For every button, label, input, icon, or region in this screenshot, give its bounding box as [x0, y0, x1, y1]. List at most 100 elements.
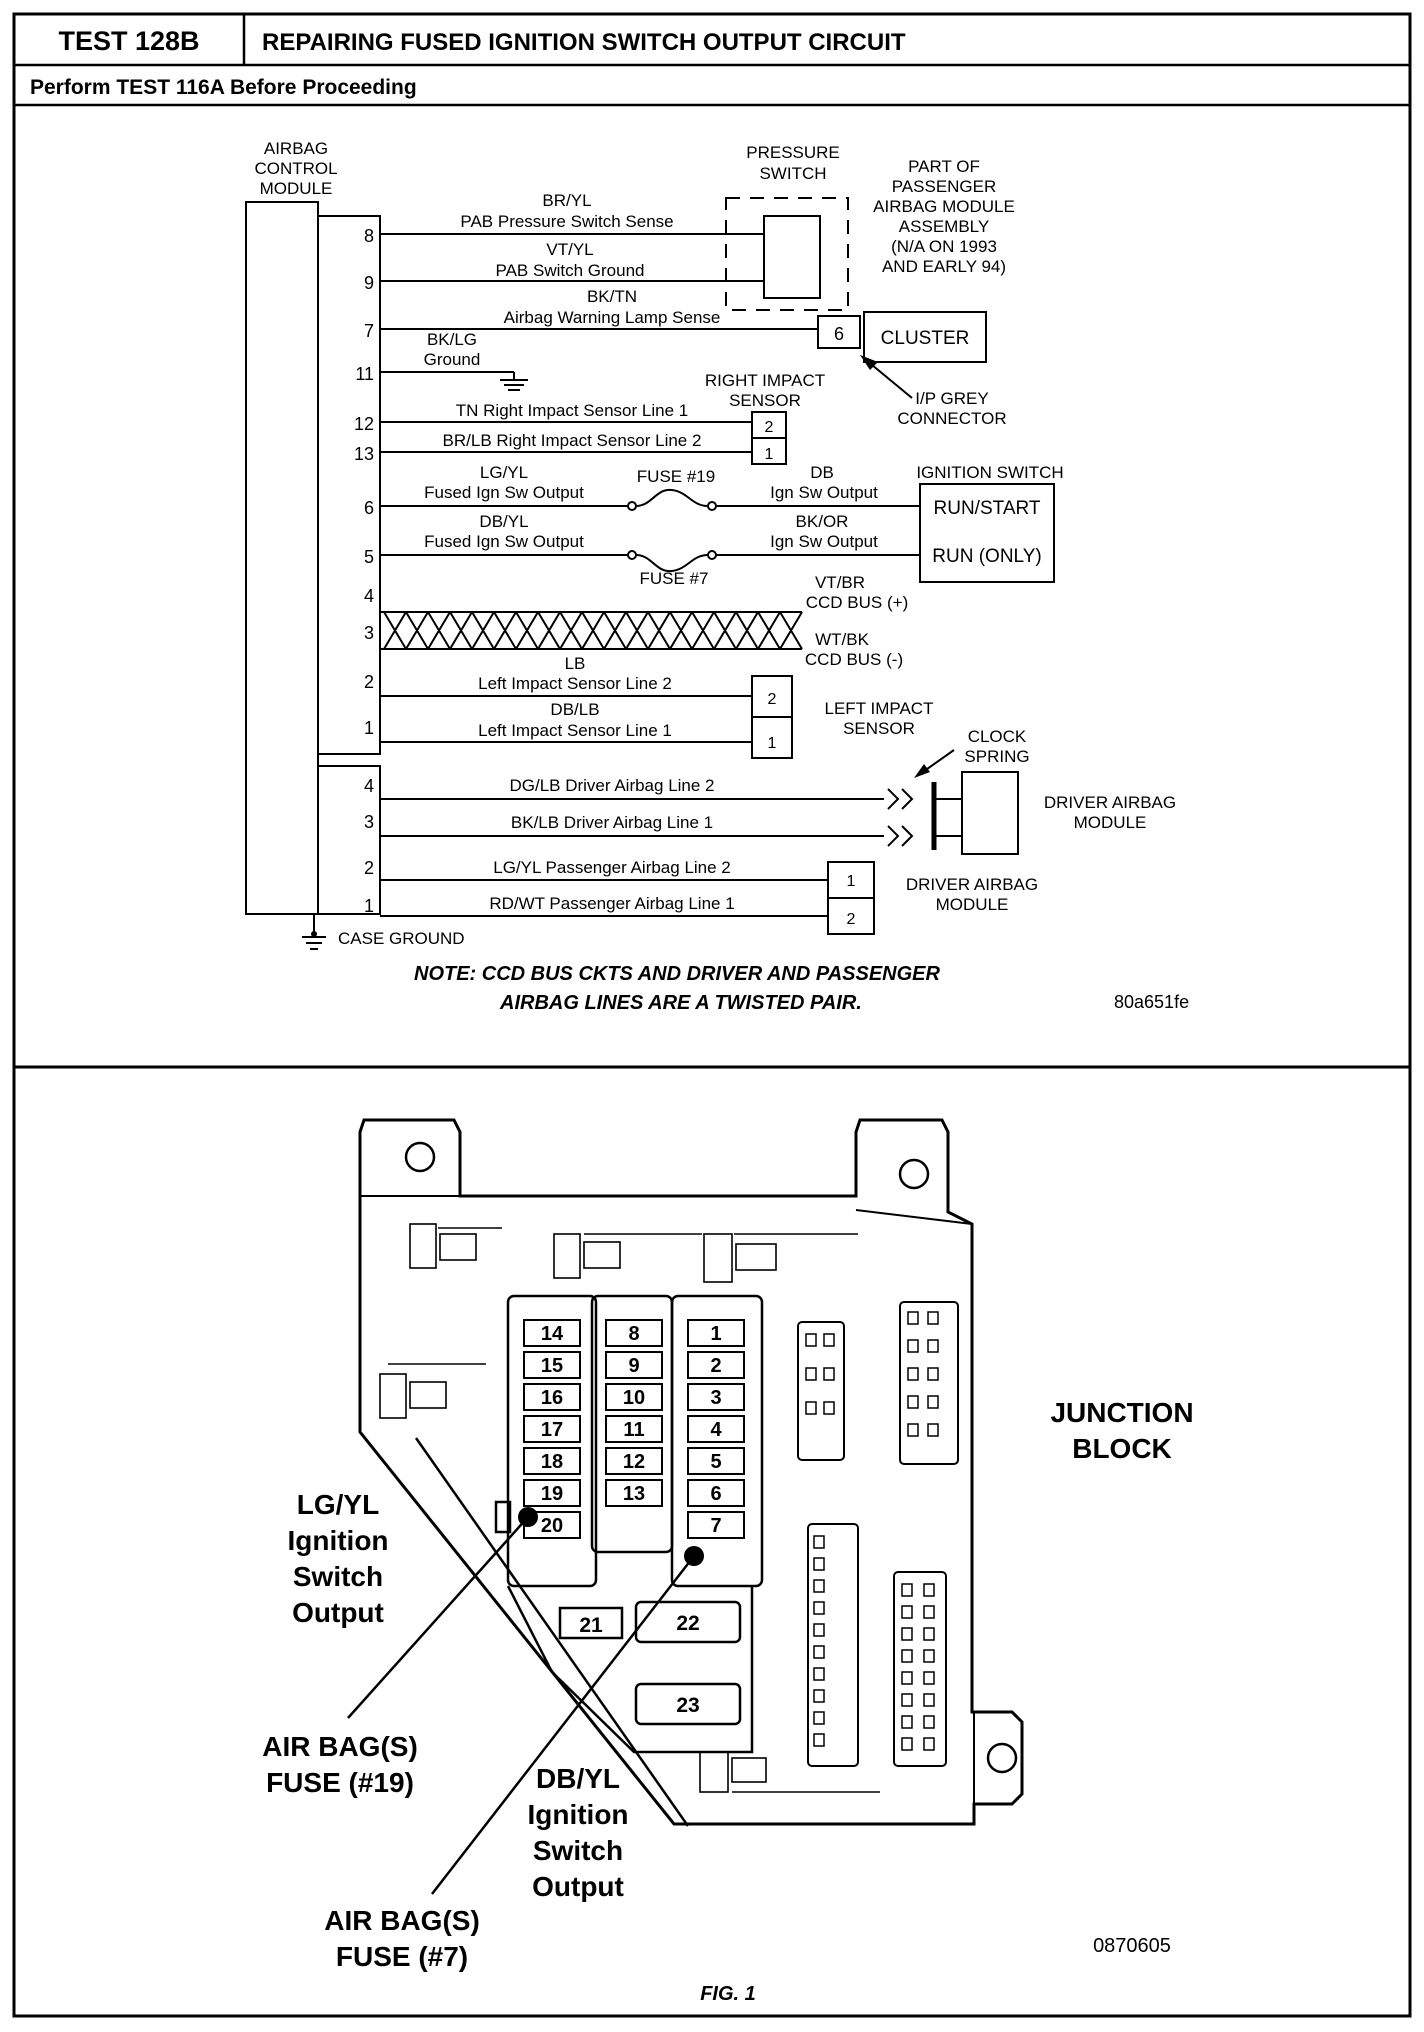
ign1-name: Ign Sw Output [770, 483, 878, 502]
l2-name: Left Impact Sensor Line 2 [478, 674, 672, 693]
page-title: REPAIRING FUSED IGNITION SWITCH OUTPUT C… [262, 29, 906, 56]
left-sensor-label-1: LEFT IMPACT [825, 699, 934, 718]
pin-12: 12 [354, 414, 374, 434]
lower-pin-2: 2 [364, 858, 374, 878]
ip-connector-label-1: I/P GREY [915, 389, 988, 408]
right-fuse-column [670, 1294, 764, 1588]
pin-1: 1 [364, 718, 374, 738]
large-fuses [558, 1600, 742, 1726]
connector-pin-11 [927, 1311, 939, 1325]
passenger-assembly-note: PART OF PASSENGER AIRBAG MODULE ASSEMBLY… [873, 157, 1015, 276]
w5-color: DB/YL [479, 512, 528, 531]
w8-name: PAB Pressure Switch Sense [460, 212, 673, 231]
page-subtitle: Perform TEST 116A Before Proceeding [30, 76, 417, 99]
fuse-right-slot-1 [687, 1319, 745, 1347]
connector-pin-16 [813, 1535, 825, 1549]
fuse-panel-latch [494, 1500, 512, 1534]
connector-pin-7 [907, 1339, 919, 1353]
right-sensor-label-2: SENSOR [729, 391, 801, 410]
connector-pin-22 [813, 1667, 825, 1681]
fuse-left-slot-17 [523, 1415, 581, 1443]
right-impact-sensor: RIGHT IMPACT SENSOR 2 1 [705, 371, 825, 465]
assembly-note-2: PASSENGER [892, 177, 997, 196]
connector-pin-30 [901, 1671, 913, 1685]
connector-pin-25 [813, 1733, 825, 1747]
connector-pin-31 [901, 1693, 913, 1707]
pressure-switch-label-2: SWITCH [759, 164, 826, 183]
connector-pin-23 [813, 1689, 825, 1703]
fuse-23-label: 23 [676, 1694, 699, 1717]
assembly-note-4: ASSEMBLY [899, 217, 989, 236]
lower-pin-1: 1 [364, 896, 374, 916]
d2-name: DG/LB Driver Airbag Line 2 [509, 776, 714, 795]
ignition-switch: IGNITION SWITCH RUN/START RUN (ONLY) [916, 463, 1064, 583]
fuse-mid-slot-12 [605, 1447, 663, 1475]
junction-title-1: JUNCTION [1050, 1397, 1193, 1428]
fuse-left-slot-18 [523, 1447, 581, 1475]
lower-pin-numbers: 4 3 2 1 [364, 776, 374, 916]
module-label-2: CONTROL [254, 159, 337, 178]
l1-color: DB/LB [550, 700, 599, 719]
passenger-module-label-2: MODULE [936, 895, 1009, 914]
lock-relay-a [553, 1233, 581, 1279]
right-sensor-pin-1: 1 [765, 446, 774, 463]
fuse7-terminal-b [707, 550, 717, 560]
left-sensor-label-2: SENSOR [843, 719, 915, 738]
wire-labels: BR/YL PAB Pressure Switch Sense VT/YL PA… [424, 191, 909, 913]
w13-name: BR/LB Right Impact Sensor Line 2 [443, 431, 702, 450]
pin-4: 4 [364, 586, 374, 606]
connector-pin-9 [907, 1395, 919, 1409]
right-tab-line [855, 1209, 973, 1225]
fuse7-element [635, 554, 709, 573]
page: TEST 128B REPAIRING FUSED IGNITION SWITC… [12, 12, 1412, 2020]
outline-diagonal [414, 1437, 690, 1827]
leader-fuse19 [347, 1516, 529, 1719]
fuse-mid-label-8: 8 [628, 1323, 639, 1345]
lower-pin-4: 4 [364, 776, 374, 796]
lower-connector [317, 765, 381, 915]
connector-pin-28 [901, 1627, 913, 1641]
lgyl-callout-1: LG/YL [297, 1489, 379, 1520]
driver-line1-chevron-2 [901, 825, 914, 847]
fuse-left-label-15: 15 [541, 1355, 563, 1377]
connector-pin-34 [923, 1583, 935, 1597]
pin-6: 6 [364, 498, 374, 518]
pressure-switch: PRESSURE SWITCH PART OF PASSENGER AIRBAG… [725, 143, 1015, 311]
connector-pin-14 [927, 1395, 939, 1409]
connector-lower-right [893, 1571, 947, 1767]
w9-color: VT/YL [546, 240, 593, 259]
pressure-switch-label-1: PRESSURE [746, 143, 840, 162]
junction-title-2: BLOCK [1072, 1433, 1172, 1464]
fuse19-terminal-b [707, 501, 717, 511]
passenger-airbag-module: 1 2 DRIVER AIRBAG MODULE [827, 861, 1038, 935]
assembly-note-3: AIRBAG MODULE [873, 197, 1015, 216]
w7-color: BK/TN [587, 287, 637, 306]
note-line-1: NOTE: CCD BUS CKTS AND DRIVER AND PASSEN… [414, 963, 941, 985]
fuse-right-label-4: 4 [710, 1419, 722, 1441]
test-id: TEST 128B [58, 26, 199, 56]
connector-pin-12 [927, 1339, 939, 1353]
pin-8: 8 [364, 226, 374, 246]
fuse-21 [558, 1606, 624, 1640]
w12-name: TN Right Impact Sensor Line 1 [456, 401, 688, 420]
run-only-label: RUN (ONLY) [932, 546, 1041, 567]
fuse19-callout-2: FUSE (#19) [266, 1767, 414, 1798]
assembly-note-1: PART OF [908, 157, 980, 176]
clock-spring: CLOCK SPRING DRIVER AIRBAG MODULE [914, 727, 1176, 855]
fuse-mid-label-9: 9 [628, 1355, 639, 1377]
connector-pin-15 [927, 1423, 939, 1437]
driver-airbag-module-box [961, 771, 1019, 855]
callout-leaders [347, 1437, 695, 1895]
left-fuse-column [506, 1294, 598, 1588]
junction-code: 0870605 [1093, 1935, 1171, 1957]
driver-module-label-1: DRIVER AIRBAG [1044, 793, 1176, 812]
lower-fuse-area [506, 1585, 754, 1754]
fuse-left-label-20: 20 [541, 1515, 563, 1537]
mount-hole-right [898, 1158, 930, 1190]
pin-9: 9 [364, 273, 374, 293]
fuse-right-slot-3 [687, 1383, 745, 1411]
w9-name: PAB Switch Ground [496, 261, 645, 280]
mount-hole-left [404, 1141, 436, 1173]
